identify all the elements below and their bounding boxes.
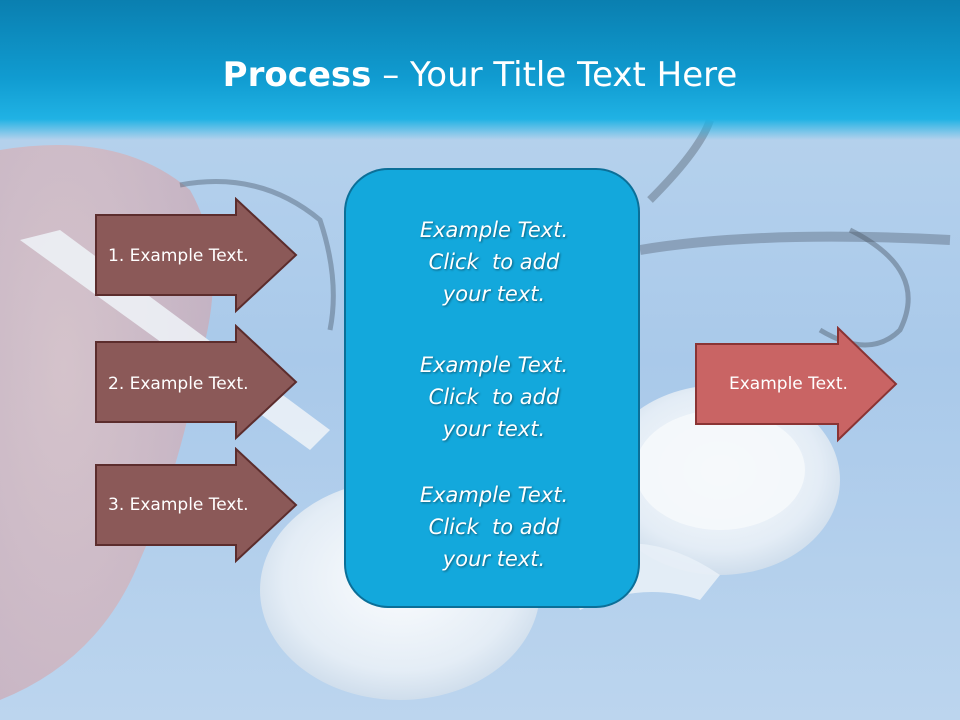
paragraph-line: Click to add xyxy=(428,385,560,409)
paragraph-line: Example Text. xyxy=(419,218,569,242)
center-text-box[interactable]: Example Text. Click to add your text. Ex… xyxy=(344,168,640,608)
title-bold-word: Process xyxy=(222,55,372,95)
title-text: Your Title Text Here xyxy=(410,55,738,95)
arrow-shape-1[interactable] xyxy=(94,197,300,315)
center-paragraph-3: Example Text. Click to add your text. xyxy=(346,479,642,575)
paragraph-line: Click to add xyxy=(428,250,560,274)
arrow-shape-3[interactable] xyxy=(94,447,300,565)
arrow-label-2[interactable]: 2. Example Text. xyxy=(108,374,249,394)
paragraph-line: Click to add xyxy=(428,515,560,539)
arrow-shape-2[interactable] xyxy=(94,324,300,442)
paragraph-line: your text. xyxy=(442,282,546,306)
center-paragraph-2: Example Text. Click to add your text. xyxy=(346,349,642,445)
paragraph-line: your text. xyxy=(442,547,546,571)
paragraph-line: Example Text. xyxy=(419,353,569,377)
title-separator: – xyxy=(371,55,411,95)
paragraph-line: Example Text. xyxy=(419,483,569,507)
arrow-label-right[interactable]: Example Text. xyxy=(729,374,848,394)
slide-title[interactable]: Process – Your Title Text Here xyxy=(0,52,960,98)
center-paragraph-1: Example Text. Click to add your text. xyxy=(346,214,642,310)
title-bar xyxy=(0,0,960,140)
paragraph-line: your text. xyxy=(442,417,546,441)
arrow-label-3[interactable]: 3. Example Text. xyxy=(108,495,249,515)
arrow-label-1[interactable]: 1. Example Text. xyxy=(108,246,249,266)
arrow-shape-right[interactable] xyxy=(694,326,900,444)
